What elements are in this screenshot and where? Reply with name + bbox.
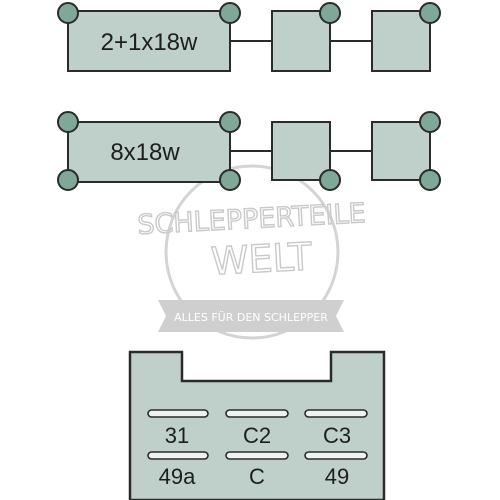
- terminal: [419, 169, 441, 191]
- watermark-circle: [164, 164, 340, 340]
- pin-label: 31: [165, 423, 189, 448]
- terminal: [219, 111, 241, 133]
- pin-slot: [147, 451, 209, 460]
- diagram-2-label: 8x18w: [110, 139, 180, 166]
- lamp-box: [271, 121, 331, 181]
- connector-plug: 31 C2 C3 49a C 49: [128, 350, 386, 500]
- terminal: [419, 111, 441, 133]
- pin-label: C2: [243, 423, 271, 448]
- terminal: [57, 169, 79, 191]
- terminal: [419, 2, 441, 24]
- pin-slot: [304, 409, 368, 418]
- pin-label: C: [249, 464, 265, 489]
- watermark-banner: ALLES FÜR DEN SCHLEPPER: [158, 300, 344, 332]
- pin-slot: [304, 451, 368, 460]
- pin-label: 49: [325, 464, 349, 489]
- pin-slot: [225, 409, 289, 418]
- lamp-box: [371, 10, 431, 72]
- pin-label: 49a: [159, 464, 196, 489]
- terminal: [57, 111, 79, 133]
- diagram-1-label: 2+1x18w: [101, 29, 198, 56]
- main-relay-box: [67, 121, 231, 183]
- diagram-1: 2+1x18w: [57, 2, 441, 72]
- lamp-box: [271, 10, 331, 72]
- terminal: [319, 169, 341, 191]
- diagram-2: 8x18w: [57, 111, 441, 191]
- watermark-title-line2: WELT: [210, 234, 314, 283]
- pin-slot: [225, 451, 289, 460]
- terminal: [57, 2, 79, 24]
- watermark-title-line1: SCHLEPPERTEILE: [137, 198, 367, 241]
- watermark-tagline: ALLES FÜR DEN SCHLEPPER: [174, 311, 328, 324]
- pin-label: C3: [323, 423, 351, 448]
- terminal: [319, 2, 341, 24]
- connector-housing: [128, 350, 386, 500]
- lamp-box: [371, 121, 431, 181]
- terminal: [219, 169, 241, 191]
- watermark: SCHLEPPERTEILE WELT ALLES FÜR DEN SCHLEP…: [136, 164, 367, 340]
- pin-slot: [147, 409, 209, 418]
- main-relay-box: [67, 10, 231, 72]
- terminal: [219, 2, 241, 24]
